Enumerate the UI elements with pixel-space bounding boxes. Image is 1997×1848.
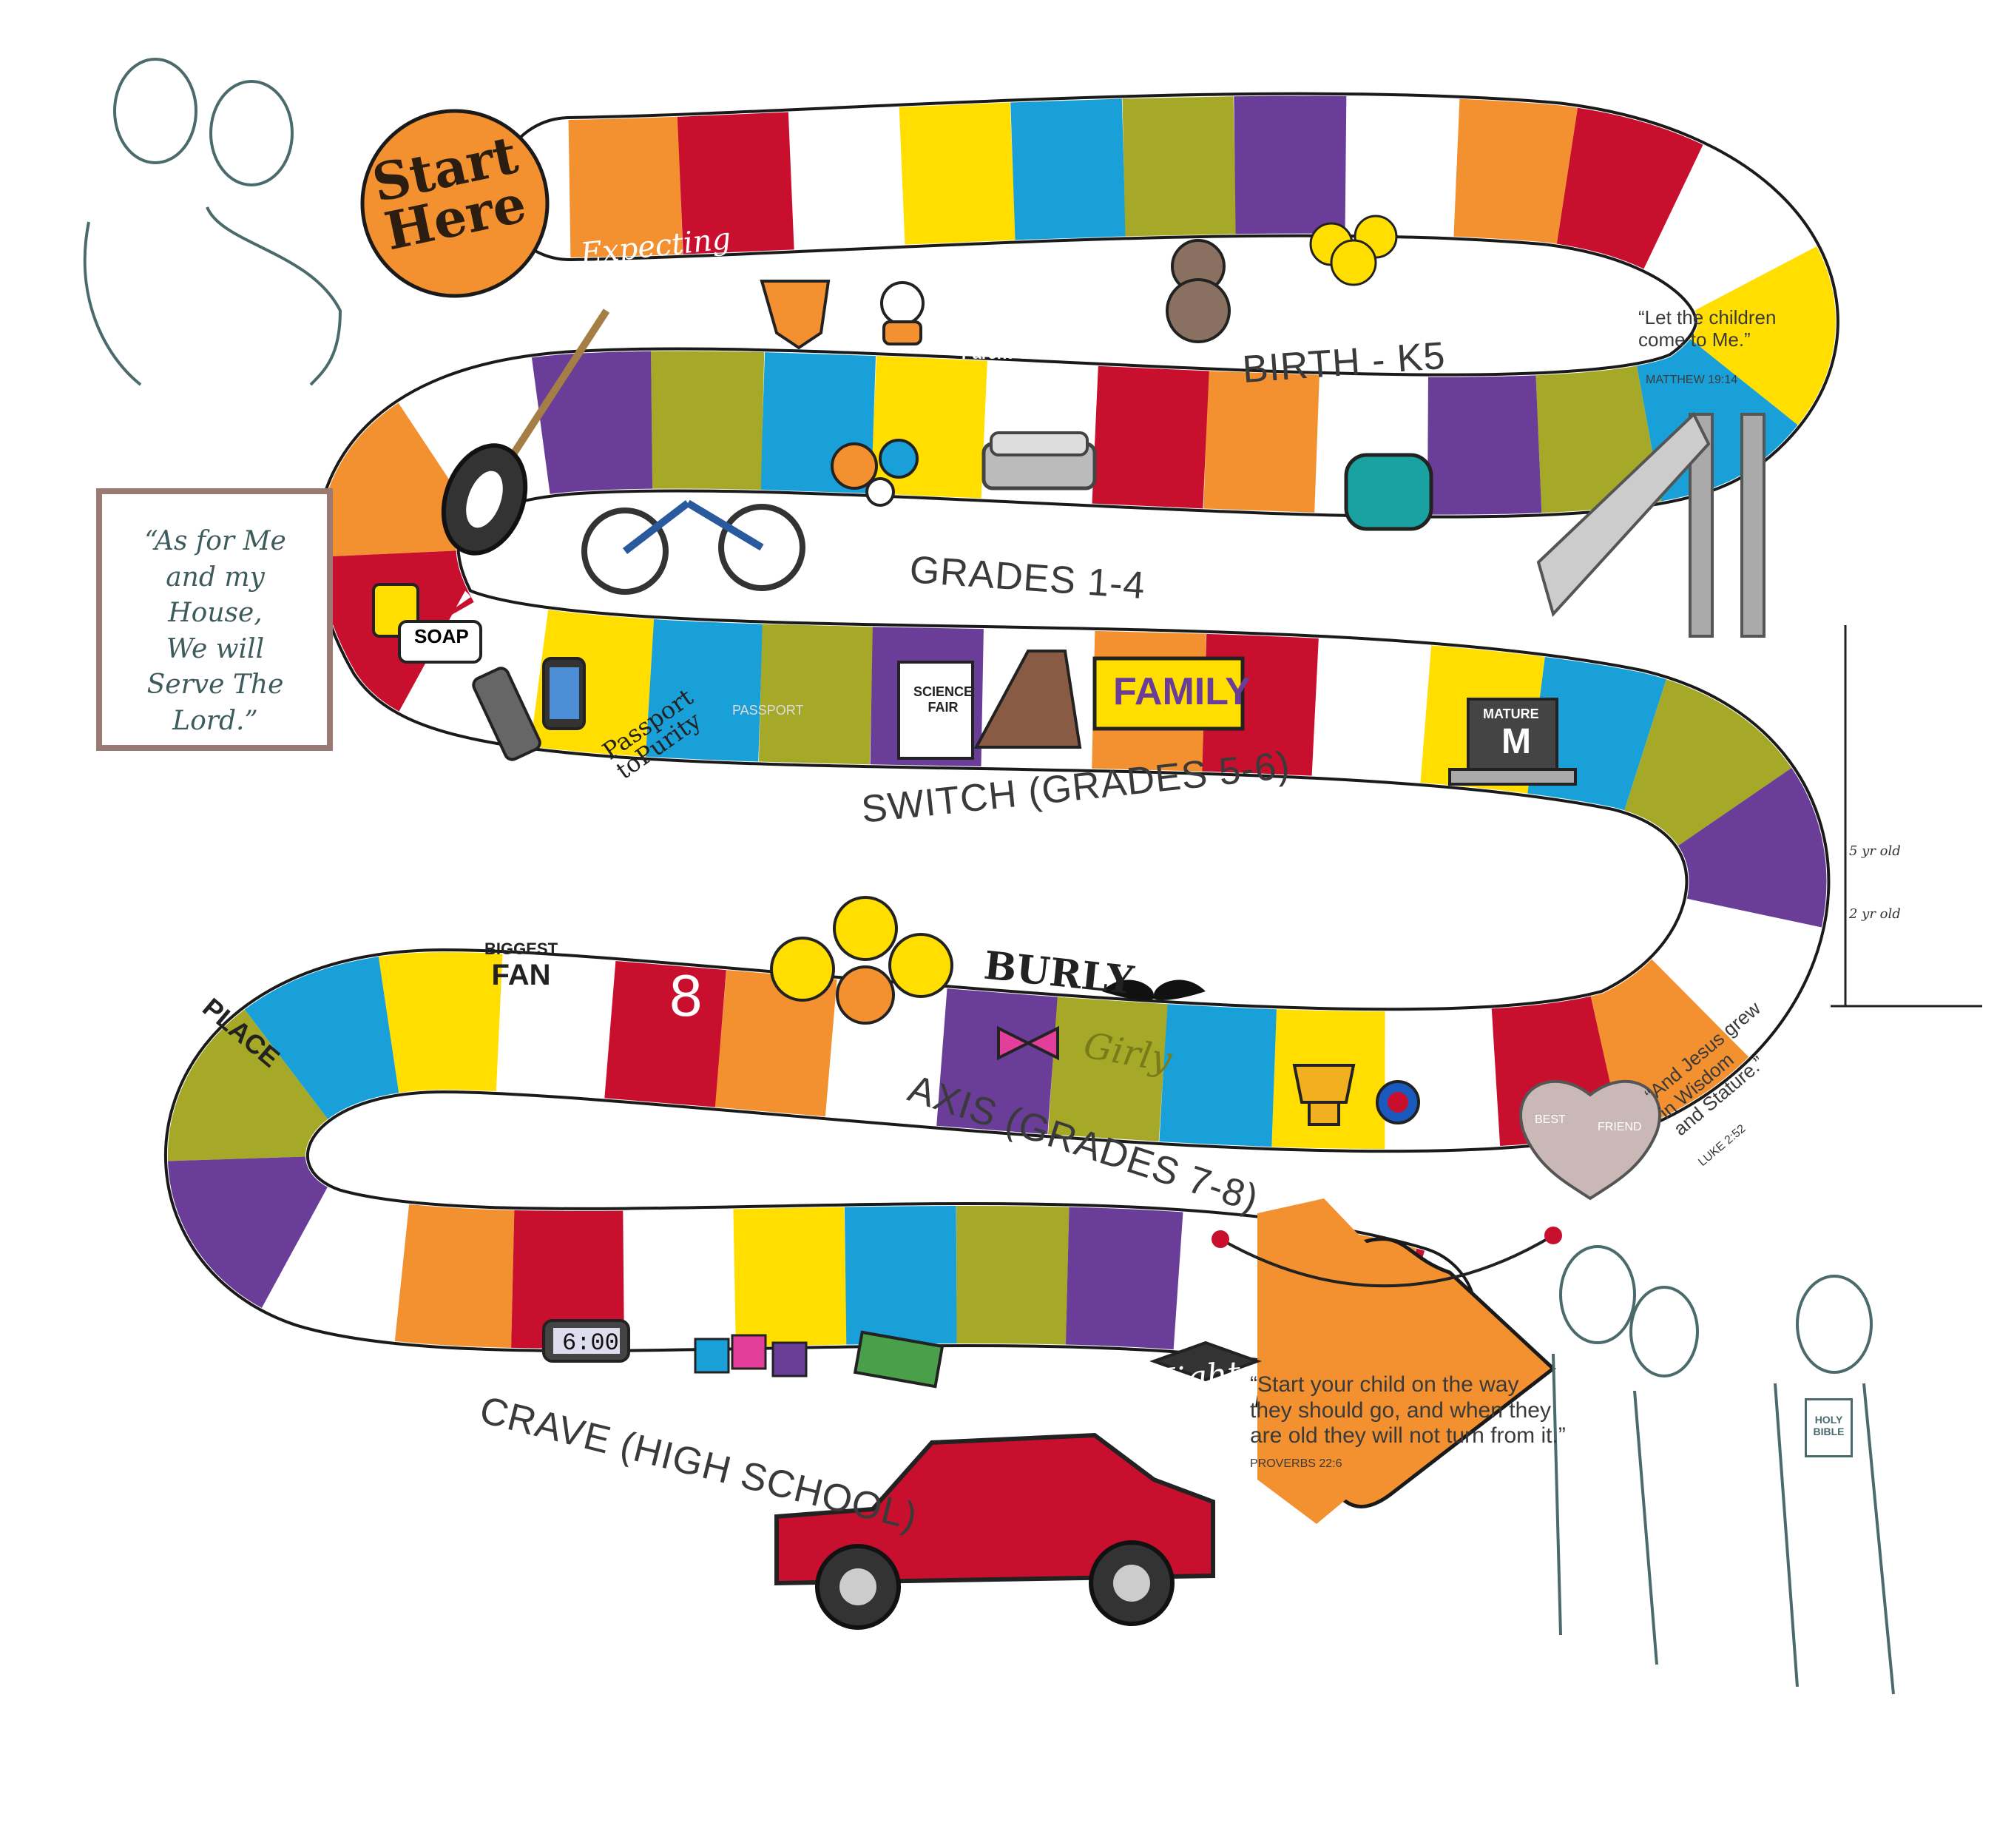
phone-icon bbox=[542, 657, 586, 730]
height-mark-2yr: 2 yr old bbox=[1849, 906, 1901, 922]
remote-icon bbox=[472, 667, 541, 761]
wall-sign: “As for Me and my House, We will Serve T… bbox=[96, 488, 333, 751]
mustache-icon bbox=[1102, 979, 1206, 1000]
ribbon-icon bbox=[1376, 1080, 1420, 1124]
backpack-icon bbox=[1344, 453, 1433, 531]
bike-icon bbox=[581, 499, 805, 595]
alarm-clock-icon bbox=[542, 1319, 630, 1363]
expecting-couple-sketch bbox=[83, 58, 342, 386]
emoji-faces-icon bbox=[770, 896, 953, 1025]
pacifier-icon bbox=[880, 281, 925, 345]
bow-icon bbox=[997, 1025, 1059, 1061]
dedication-label: Parent-Child Dedication bbox=[962, 344, 1146, 362]
family-label: FAMILY bbox=[1113, 670, 1251, 713]
couch-icon bbox=[981, 431, 1097, 490]
wall-sign-text: “As for Me and my House, We will Serve T… bbox=[144, 526, 286, 736]
laptop-icon bbox=[1448, 698, 1577, 786]
tire-swing-icon bbox=[441, 308, 610, 556]
family-sign-icon bbox=[1092, 656, 1245, 731]
biggest-fan-shirt: BIGGEST FAN bbox=[484, 940, 558, 991]
mature-label: MATURE bbox=[1483, 707, 1539, 721]
diaper-icon bbox=[760, 280, 831, 350]
passport-book-label: PASSPORT bbox=[732, 703, 804, 718]
volcano-icon bbox=[973, 650, 1082, 749]
slide-icon bbox=[1536, 411, 1765, 638]
soap-icon bbox=[372, 583, 482, 664]
height-mark-5yr: 5 yr old bbox=[1849, 843, 1901, 859]
teddy-bear-icon bbox=[1166, 239, 1231, 343]
height-chart-icon bbox=[1831, 625, 1982, 1008]
broken-heart-icon bbox=[1519, 1079, 1661, 1201]
how-to-label: HOW TO bbox=[331, 928, 374, 940]
verse-matthew-ref: MATTHEW 19:14 bbox=[1646, 374, 1738, 386]
verse-proverbs: “Start your child on the way they should… bbox=[1250, 1372, 1566, 1448]
photo-clothesline bbox=[1212, 1227, 1562, 1288]
mature-m-label: M bbox=[1501, 722, 1531, 761]
holy-bible: HOLY BIBLE bbox=[1805, 1398, 1853, 1457]
tiles-green bbox=[168, 95, 1836, 1383]
sports-balls-icon bbox=[831, 439, 919, 507]
verse-proverbs-ref: PROVERBS 22:6 bbox=[1250, 1457, 1342, 1470]
science-board-icon bbox=[897, 661, 974, 760]
end-arrow-body bbox=[1257, 1198, 1494, 1524]
alarm-time: 6:00 bbox=[562, 1329, 619, 1357]
money-icon bbox=[853, 1330, 945, 1389]
freshman-dinner-tile: FRESHMAN DINNER bbox=[281, 869, 399, 925]
chicks-icon bbox=[1309, 215, 1398, 286]
trophy-icon bbox=[1292, 1064, 1356, 1126]
verse-matthew: “Let the children come to Me.” bbox=[1638, 306, 1777, 351]
friend-label: FRIEND bbox=[1598, 1121, 1642, 1133]
graduation-cap-icon bbox=[1149, 1341, 1262, 1382]
jersey-number: 8 bbox=[669, 962, 703, 1028]
tiles-yellow bbox=[168, 95, 1836, 1383]
start-circle bbox=[360, 109, 550, 298]
graduates-sketch bbox=[1552, 1245, 1895, 1695]
puzzle-icon bbox=[694, 1334, 808, 1377]
science-fair-label: SCIENCE FAIR bbox=[913, 684, 973, 715]
soap-label: SOAP bbox=[414, 625, 469, 647]
car-icon bbox=[774, 1432, 1215, 1630]
best-label: BEST bbox=[1535, 1113, 1566, 1126]
